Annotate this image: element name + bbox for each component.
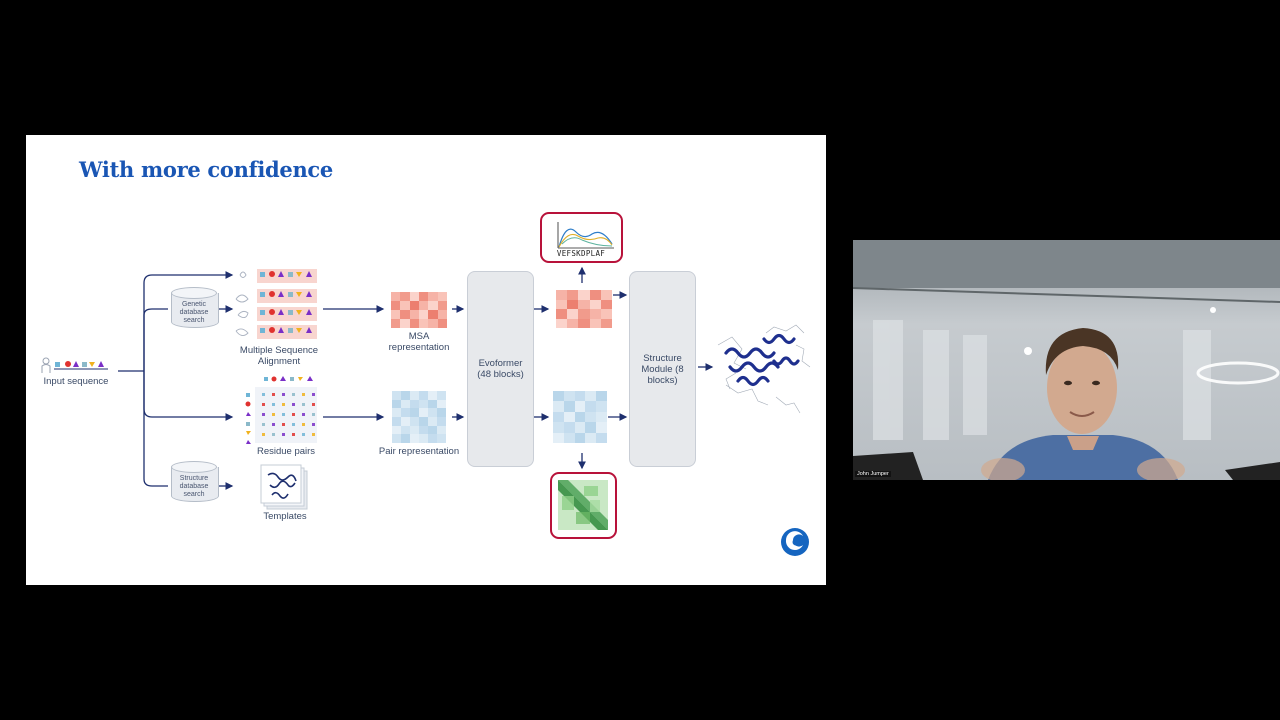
participant-name-label: John Jumper xyxy=(855,471,891,477)
webcam-feed xyxy=(853,240,1280,480)
participant-video-tile[interactable]: John Jumper xyxy=(853,240,1280,480)
presentation-slide: With more confidence xyxy=(26,135,826,585)
deepmind-logo-icon xyxy=(26,135,826,585)
